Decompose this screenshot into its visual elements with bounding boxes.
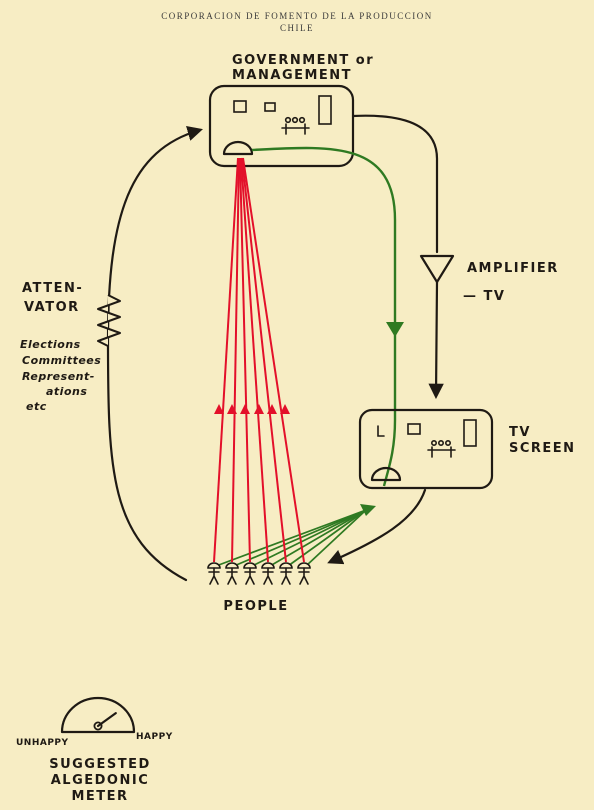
person-figure	[261, 562, 275, 585]
feedback-loop: ATTEN- VATOR Elections Committees Repres…	[20, 125, 203, 582]
broadcast-channel-line	[251, 146, 397, 487]
letterhead-country: CHILE	[280, 23, 314, 33]
tv-to-people-arrow	[327, 488, 427, 565]
fan-line-4	[269, 509, 367, 567]
algedonic-meter: UNHAPPY HAPPY SUGGESTED ALGEDONIC METER	[16, 696, 173, 804]
red-arrowhead-2	[227, 404, 237, 414]
channel-label-1: Elections	[20, 338, 81, 351]
people-figures	[207, 562, 311, 585]
management-label: MANAGEMENT	[232, 68, 352, 83]
amplifier-to-tv-arrow	[428, 280, 444, 400]
tv-seated-figures-icon	[427, 439, 456, 458]
gov-to-amplifier-line	[351, 114, 439, 254]
fan-line-1	[215, 509, 367, 567]
person-figure	[297, 562, 311, 585]
tv-label: TV	[509, 425, 531, 440]
channel-label-4: ations	[46, 385, 87, 398]
red-arrowhead-4	[254, 404, 264, 414]
government-box: GOVERNMENT or MANAGEMENT	[208, 53, 374, 168]
fan-line-6	[305, 509, 367, 567]
meter-caption-1: SUGGESTED	[49, 757, 151, 772]
channel-label-3: Represent-	[22, 370, 95, 383]
gov-meter-icon	[222, 140, 254, 156]
broadcast-arrowhead	[386, 322, 404, 337]
letterhead-title: CORPORACION DE FOMENTO DE LA PRODUCCION	[161, 11, 433, 21]
red-line-2	[231, 157, 240, 563]
gov-panel-icon-3	[318, 95, 332, 125]
meter-happy-label: HAPPY	[136, 732, 173, 742]
attenuator-resistor-icon	[97, 294, 121, 347]
gov-panel-icon-2	[264, 102, 276, 112]
attenuator-label-2: VATOR	[24, 300, 80, 315]
red-line-4	[240, 157, 269, 563]
amplifier-triangle-icon	[419, 254, 455, 284]
gov-panel-icon-1	[233, 100, 247, 113]
gov-seated-figures-icon	[281, 116, 310, 135]
red-arrowhead-5	[267, 404, 277, 414]
amplifier-label: AMPLIFIER	[467, 261, 559, 276]
algedonic-signal-lines	[213, 157, 305, 563]
feedback-loop-arrow	[106, 125, 203, 582]
red-line-1	[213, 157, 239, 563]
broadcast-fan-arrowhead	[360, 504, 376, 516]
red-line-3	[239, 157, 251, 563]
meter-unhappy-label: UNHAPPY	[16, 738, 69, 748]
algedonic-meter-gauge	[60, 696, 136, 734]
person-figure	[279, 562, 293, 585]
red-arrowhead-6	[280, 404, 290, 414]
attenuator-label-1: ATTEN-	[22, 281, 83, 296]
tv-screen-box: TV SCREEN	[358, 408, 576, 490]
tv-panel-icon-1	[407, 423, 421, 435]
meter-needle	[96, 711, 117, 728]
red-arrowhead-1	[214, 404, 224, 414]
screen-label: SCREEN	[509, 441, 576, 456]
people-label: PEOPLE	[223, 599, 288, 614]
meter-caption-3: METER	[71, 789, 128, 804]
red-line-6	[242, 157, 305, 563]
tv-screen	[358, 408, 494, 490]
tv-meter-icon	[370, 466, 402, 482]
person-figure	[207, 562, 221, 585]
government-screen	[208, 84, 355, 168]
channel-label-2: Committees	[22, 354, 101, 367]
amplifier: AMPLIFIER — TV	[351, 114, 559, 400]
tv-panel-icon-2	[463, 419, 477, 447]
meter-caption-2: ALGEDONIC	[51, 773, 150, 788]
red-arrowhead-3	[240, 404, 250, 414]
fan-line-3	[251, 509, 367, 567]
fan-line-5	[287, 509, 367, 567]
person-figure	[243, 562, 257, 585]
tv-panel-icon-3	[377, 425, 385, 437]
amplifier-tv-label: — TV	[463, 289, 505, 304]
red-line-5	[241, 157, 287, 563]
channel-label-5: etc	[26, 400, 47, 413]
government-label: GOVERNMENT or	[232, 53, 374, 68]
person-figure	[225, 562, 239, 585]
